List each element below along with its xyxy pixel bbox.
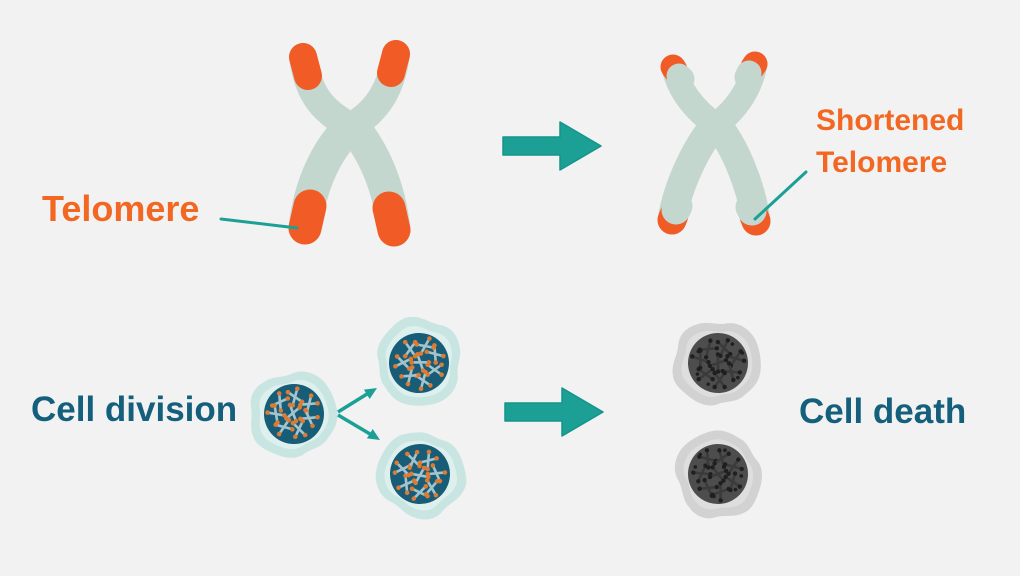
telomere-pointer-line [219,217,299,230]
dead-cell-top [665,311,771,417]
chromosome-shortened [657,51,771,236]
arrow-right-bottom-icon [504,387,604,437]
chromosome-normal [288,40,411,247]
shortened-telomere-label: Shortened Telomere [816,104,965,179]
telomere-caps [288,40,411,247]
dead-cell-bottom [672,427,766,521]
cell-death-label: Cell death [799,392,967,431]
parent-cell [251,371,338,457]
shortened-telomere-pointer-line [753,170,808,221]
cell-division-label: Cell division [31,390,238,429]
daughter-cell-bottom [359,413,481,535]
telomere-label: Telomere [42,188,200,229]
division-arrows [337,388,380,440]
daughter-cell-top [363,307,474,418]
arrow-right-top-icon [502,121,602,171]
